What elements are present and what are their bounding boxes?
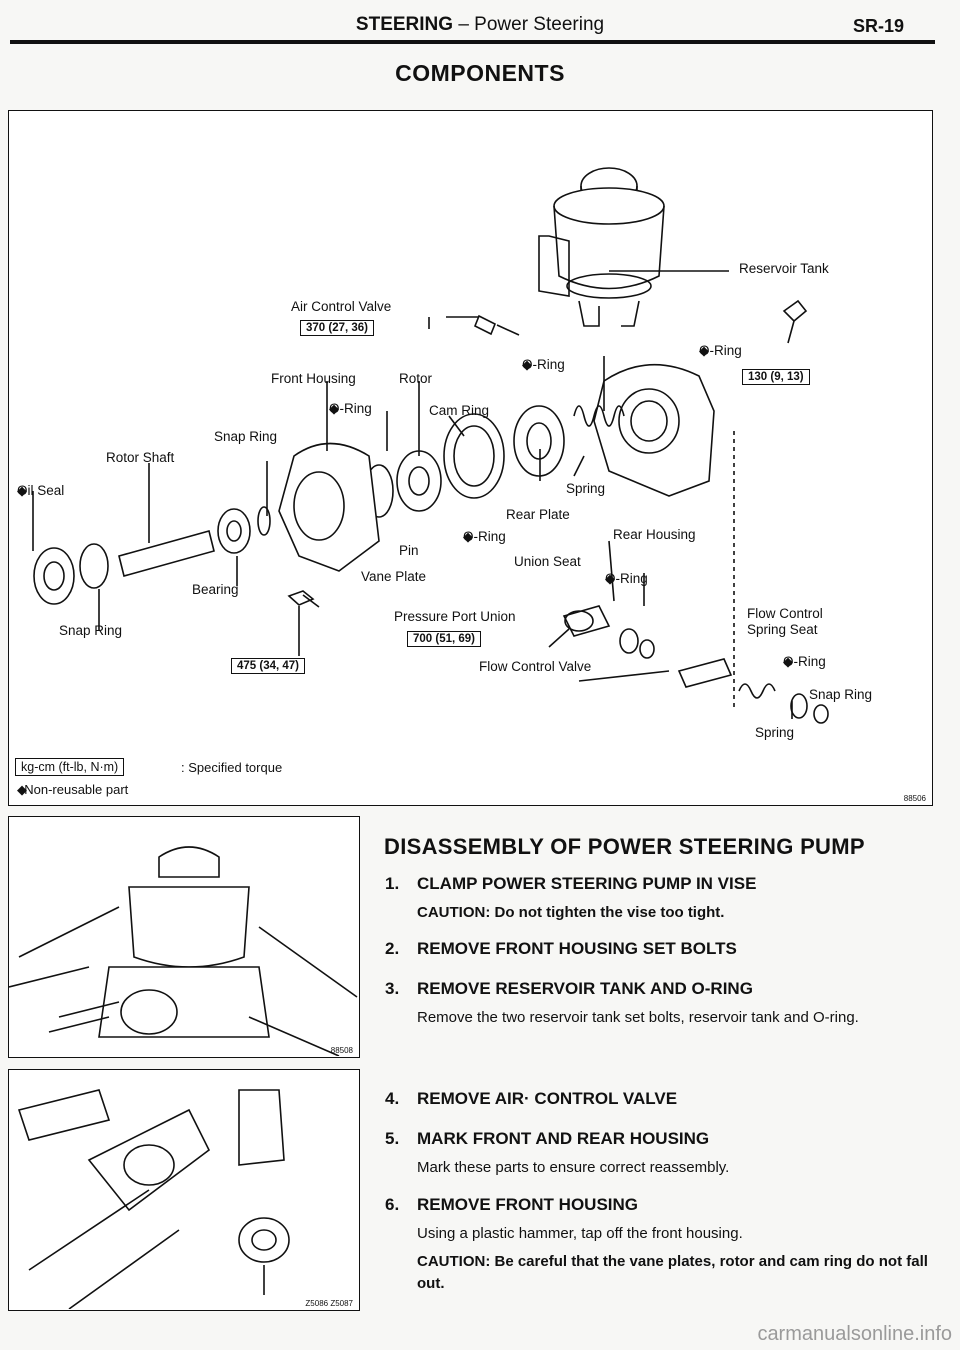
legend-unit-box: kg-cm (ft-lb, N·m) [15,758,125,776]
label-reservoir-tank: Reservoir Tank [739,261,829,276]
plastic-hammer-illustration [17,1089,290,1309]
watermark: carmanualsonline.info [757,1323,952,1345]
step-1-caution: CAUTION: Do not tighten the vise too tig… [417,904,725,921]
figure-clamp-pump: 88508 [8,816,360,1058]
header-rule [10,40,935,44]
figure-remove-front-housing: Z5086 Z5087 [8,1069,360,1311]
label-rotor-shaft: Rotor Shaft [106,450,175,465]
torque-air-control-valve: 370 (27, 36) [300,320,375,336]
figure-code-components: 88506 [903,794,926,803]
label-rear-housing: Rear Housing [613,527,696,542]
label-flow-control-spring-seat-line2: Spring Seat [747,622,818,637]
step-3-heading: REMOVE RESERVOIR TANK AND O-RING [417,979,753,998]
label-snap-ring-right: Snap Ring [809,687,873,702]
label-rotor: Rotor [399,371,433,386]
page-number: SR-19 [852,16,904,36]
non-reusable-diamond-icon: ◆ [522,357,532,372]
step-5-heading: MARK FRONT AND REAR HOUSING [417,1129,710,1148]
label-snap-ring-top: Snap Ring [214,429,278,444]
label-union-seat: Union Seat [514,554,581,569]
label-oring-right: ◆O-Ring [783,654,826,669]
figure-code-1: 88508 [330,1046,353,1055]
step-4-number: 4. [385,1089,400,1108]
label-oring-lower-text: O-Ring [463,529,506,544]
pump-in-vise-illustration [9,846,358,1056]
non-reusable-diamond-icon: ◆ [605,571,615,586]
label-oil-seal-text: Oil Seal [17,483,65,498]
label-cam-ring: Cam Ring [429,403,490,418]
header-separator: – [453,14,475,35]
step-3-number: 3. [385,979,400,998]
label-oring-union-text: O-Ring [605,571,648,586]
step-4-heading: REMOVE AIR· CONTROL VALVE [417,1089,678,1108]
non-reusable-diamond-icon: ◆ [463,529,473,544]
label-oring-front: ◆O-Ring [329,401,372,416]
step-5-number: 5. [385,1129,400,1148]
legend-nonreusable: ◆ Non-reusable part [17,782,128,797]
label-pressure-port-union: Pressure Port Union [394,609,516,624]
label-pin: Pin [399,543,419,558]
legend-unit-description: : Specified torque [181,760,283,775]
label-oring-center: ◆O-Ring [522,357,565,372]
step-6-heading: REMOVE FRONT HOUSING [417,1195,639,1214]
step-2-number: 2. [385,939,400,958]
header-subsection: Power Steering [474,14,605,35]
step-5-body: Mark these parts to ensure correct reass… [417,1159,730,1176]
label-spring-center: Spring [566,481,606,496]
label-rear-plate: Rear Plate [506,507,570,522]
legend-nonreusable-text: Non-reusable part [24,782,129,797]
label-oring-top-right: ◆O-Ring [699,343,742,358]
label-oring-top-right-text: O-Ring [699,343,742,358]
non-reusable-diamond-icon: ◆ [329,401,339,416]
step-1-number: 1. [385,874,400,893]
label-oil-seal: ◆Oil Seal [17,483,64,498]
figure-code-2: Z5086 Z5087 [305,1299,353,1308]
non-reusable-diamond-icon: ◆ [699,343,709,358]
label-vane-plate: Vane Plate [361,569,427,584]
step-6-caution: CAUTION: Be careful that the vane plates… [417,1253,928,1292]
step-3-body: Remove the two reservoir tank set bolts,… [417,1009,859,1026]
step-6-body: Using a plastic hammer, tap off the fron… [417,1225,743,1242]
non-reusable-diamond-icon: ◆ [783,654,793,669]
label-oring-right-text: O-Ring [783,654,826,669]
label-oring-front-text: O-Ring [329,401,372,416]
non-reusable-diamond-icon: ◆ [17,483,27,498]
label-bearing: Bearing [192,582,239,597]
components-title: COMPONENTS [395,60,565,86]
torque-rear-bolt: 130 (9, 13) [742,369,810,385]
step-6-number: 6. [385,1195,400,1214]
torque-pressure-port-union: 700 (51, 69) [407,631,482,647]
label-front-housing: Front Housing [271,371,356,386]
step-1-heading: CLAMP POWER STEERING PUMP IN VISE [417,874,757,893]
label-flow-control-valve: Flow Control Valve [479,659,592,674]
label-flow-control-spring-seat-line1: Flow Control [747,606,823,621]
header-section: STEERING [355,14,454,35]
label-oring-union: ◆O-Ring [605,571,648,586]
disassembly-title: DISASSEMBLY OF POWER STEERING PUMP [384,834,865,859]
label-snap-ring-left: Snap Ring [59,623,123,638]
label-air-control-valve: Air Control Valve [291,299,392,314]
non-reusable-diamond-icon: ◆ [17,782,27,797]
torque-front-bolt: 475 (34, 47) [231,658,306,674]
step-2-heading: REMOVE FRONT HOUSING SET BOLTS [417,939,737,958]
page-header-title: STEERING – Power Steering [0,14,960,36]
components-exploded-view [32,167,829,724]
label-oring-center-text: O-Ring [522,357,565,372]
label-spring-right: Spring [755,725,795,740]
components-diagram-frame: Reservoir Tank Air Control Valve 370 (27… [8,110,933,806]
label-oring-lower: ◆O-Ring [463,529,506,544]
